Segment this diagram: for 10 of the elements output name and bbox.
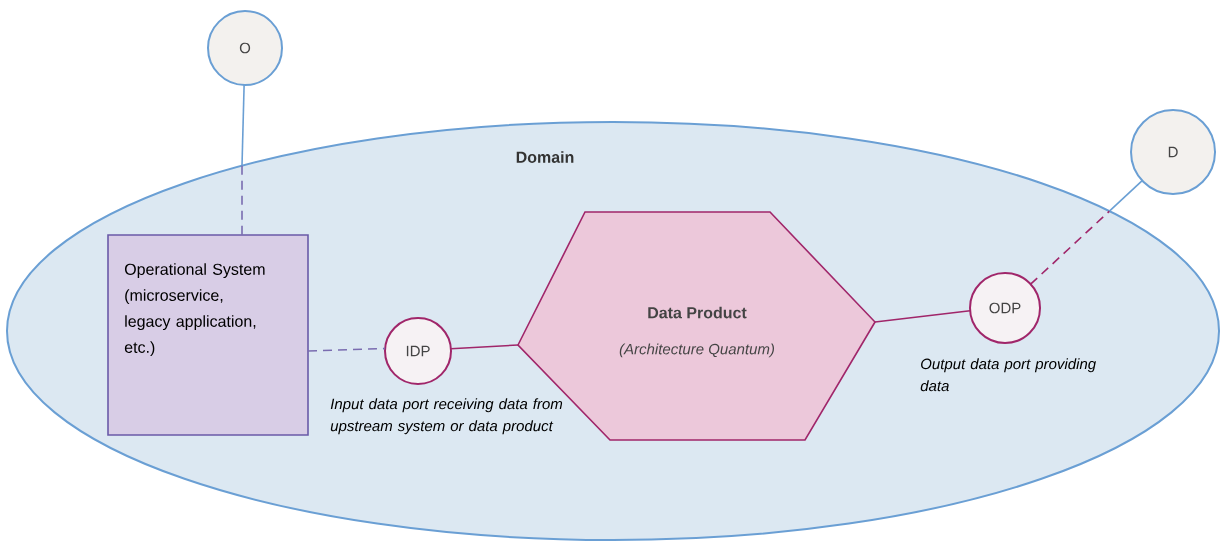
connector [450, 344, 519, 350]
port-caption: Output data port providing data [920, 358, 1096, 392]
connector [1029, 210, 1111, 285]
domain-label: Domain [516, 151, 574, 163]
connector [874, 309, 971, 323]
connector [1108, 179, 1143, 212]
connector [241, 84, 245, 167]
system-box: Operational System (microservice, legacy application, etc.) [107, 234, 309, 436]
connector [241, 164, 243, 236]
connector [307, 347, 386, 352]
